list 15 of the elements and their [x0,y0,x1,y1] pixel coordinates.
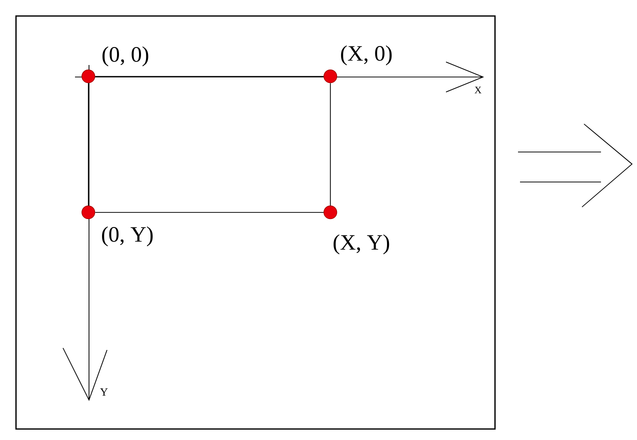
coordinate-label: (0, 0) [102,46,148,66]
coordinate-label: (0, Y) [102,226,153,246]
axis-label: X [474,86,482,94]
frame [15,15,496,430]
line [94,76,324,77]
point-dot [324,70,338,84]
point-dot [324,206,338,220]
coordinate-label: (X, 0) [341,45,392,66]
coordinate-label: (X, Y) [334,234,390,254]
point-dot [82,70,96,84]
point-dot [82,206,96,220]
line [94,212,324,213]
line [88,82,89,206]
axis-label: Y [100,388,108,396]
line [330,82,331,206]
